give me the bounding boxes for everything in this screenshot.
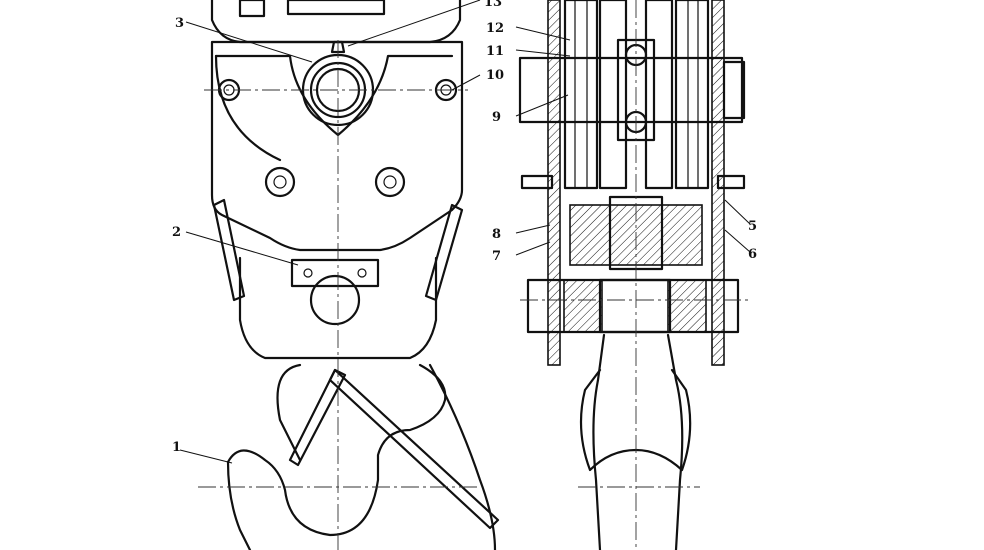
callout-12: 12 <box>486 21 504 36</box>
callout-9: 9 <box>492 110 501 125</box>
callout-3: 3 <box>175 16 184 31</box>
crosshead-outline <box>238 256 438 360</box>
front-view <box>198 0 500 550</box>
plate-notch-line <box>214 54 454 137</box>
safety-latch-left <box>288 368 347 467</box>
callout-6: 6 <box>748 247 757 262</box>
top-plate <box>286 0 386 16</box>
nameplate-2 <box>290 258 380 288</box>
guard-left <box>212 198 246 302</box>
callout-1: 1 <box>172 440 181 455</box>
callout-5: 5 <box>748 219 757 234</box>
callout-13: 13 <box>484 0 502 10</box>
bolt-mid-left <box>264 166 296 198</box>
grease-nipple-icon <box>330 40 346 54</box>
hook-outline <box>226 363 447 537</box>
plate-inner-curve-left <box>214 54 282 162</box>
safety-latch-right <box>328 368 500 530</box>
sheave-pack <box>563 0 710 190</box>
callout-11: 11 <box>486 44 504 59</box>
guard-right <box>424 203 464 302</box>
callout-7: 7 <box>492 249 501 264</box>
side-plate-left-section <box>547 0 561 366</box>
top-slot-left <box>238 0 266 18</box>
hook-side-profile <box>592 333 684 550</box>
top-lug-outline <box>210 0 462 44</box>
callout-leaders <box>179 0 751 464</box>
hook-nut-hole <box>309 274 361 326</box>
sheave-axle <box>518 56 744 124</box>
section-view <box>518 0 750 550</box>
callout-8: 8 <box>492 227 501 242</box>
bolt-mid-right <box>374 166 406 198</box>
callout-2: 2 <box>172 225 181 240</box>
callout-10: 10 <box>486 68 504 83</box>
side-plate-outline <box>210 40 464 252</box>
hook-outer-curve <box>226 363 497 550</box>
callout-labels: 1 2 3 5 6 7 8 9 10 11 12 13 <box>172 0 757 455</box>
